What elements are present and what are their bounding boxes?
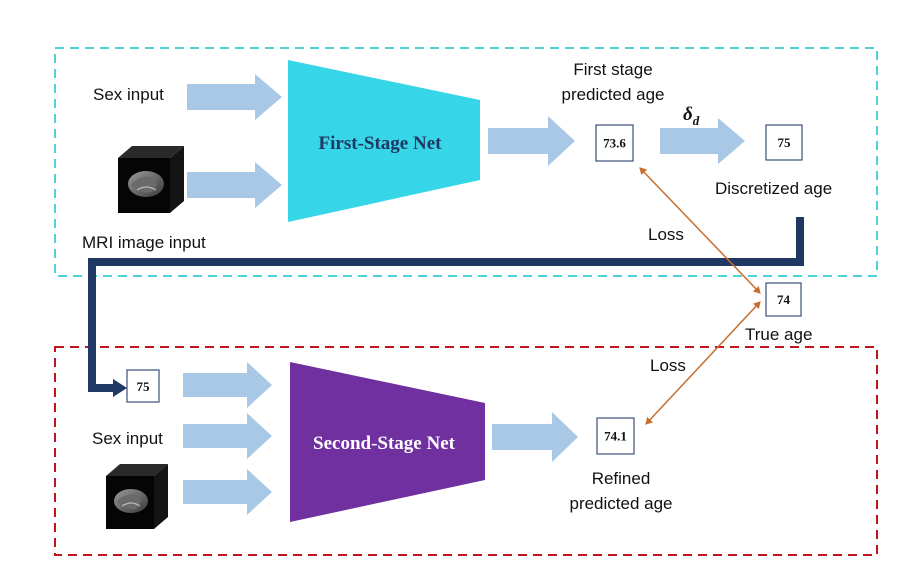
second-stage-net <box>290 362 485 522</box>
first-predicted-age-value: 73.6 <box>603 136 626 151</box>
loss-line-lower <box>645 301 761 425</box>
feedback-path <box>88 217 804 392</box>
refined-age-label: Refined <box>592 469 651 488</box>
delta-symbol: δd <box>683 104 700 128</box>
second-sex-arrow <box>183 413 272 459</box>
first-predicted-age-box <box>595 124 634 162</box>
loss-label-lower: Loss <box>650 356 686 375</box>
feedback-arrowhead <box>113 379 127 397</box>
true-age-value: 74 <box>777 292 791 307</box>
second-mri-arrow <box>183 469 272 515</box>
discretized-age-label: Discretized age <box>715 179 832 198</box>
discretize-arrow <box>660 118 745 164</box>
first-predicted-age-title-2: predicted age <box>561 85 664 104</box>
refined-age-box <box>596 417 635 455</box>
discretized-age-box <box>765 124 803 161</box>
first-net-output-arrow <box>488 116 575 166</box>
second-stage-net-label: Second-Stage Net <box>313 433 456 454</box>
second-net-output-arrow <box>492 412 578 462</box>
first-stage-net <box>288 60 480 222</box>
second-age-arrow <box>183 362 272 408</box>
first-mri-arrow <box>187 162 282 208</box>
loss-label-upper: Loss <box>648 225 684 244</box>
first-stage-container <box>54 47 878 277</box>
mri-input-label: MRI image input <box>82 233 206 252</box>
discretized-age-value: 75 <box>778 135 792 150</box>
second-input-age-value: 75 <box>137 379 151 394</box>
true-age-label: True age <box>745 325 812 344</box>
mri-cube-icon <box>118 146 184 213</box>
second-stage-container <box>54 346 878 556</box>
refined-age-value: 74.1 <box>604 429 627 444</box>
first-sex-arrow <box>187 74 282 120</box>
refined-age-label-2: predicted age <box>569 494 672 513</box>
first-sex-input-label: Sex input <box>93 85 164 104</box>
true-age-box <box>765 282 802 317</box>
first-stage-net-label: First-Stage Net <box>319 133 443 154</box>
mri-cube-icon-second <box>106 464 168 529</box>
second-sex-input-label: Sex input <box>92 429 163 448</box>
first-predicted-age-title: First stage <box>573 60 652 79</box>
second-input-age-box <box>126 369 160 403</box>
loss-line-upper <box>639 167 761 294</box>
